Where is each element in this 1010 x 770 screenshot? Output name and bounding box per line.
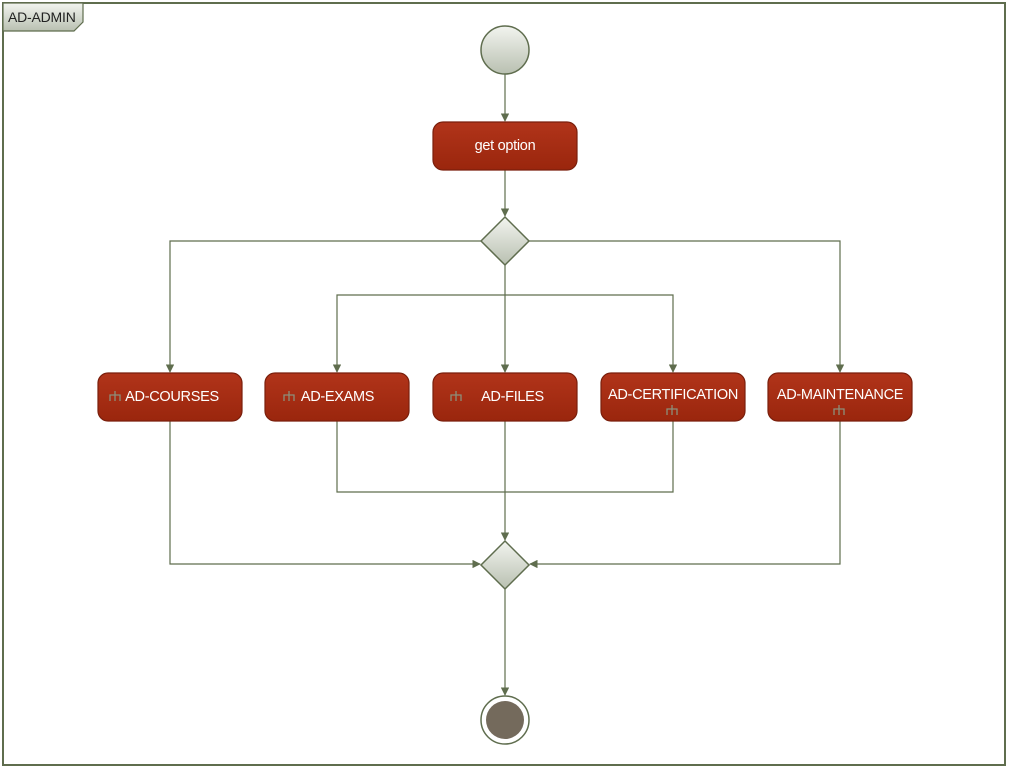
ad-certification-activity[interactable]	[600, 372, 746, 422]
flow-decision-to-exams	[332, 294, 505, 373]
ad-files-activity[interactable]	[432, 372, 578, 422]
flow-decision-to-courses	[165, 240, 481, 373]
flow-courses-to-merge	[169, 421, 481, 569]
flow-exams-to-merge	[336, 421, 505, 493]
flow-maintenance-to-merge	[529, 421, 841, 569]
frame-title: AD-ADMIN	[8, 9, 76, 25]
initial-node-icon	[480, 25, 530, 75]
flow-decision-to-certification	[505, 294, 678, 373]
control-flows	[165, 74, 845, 696]
decision-node-icon	[479, 215, 531, 267]
ad-courses-activity[interactable]	[97, 372, 243, 422]
frame-tab	[2, 2, 84, 32]
flow-certification-to-merge	[505, 421, 674, 493]
get-option-action[interactable]	[432, 121, 578, 171]
ad-exams-activity[interactable]	[264, 372, 410, 422]
final-node-core	[486, 701, 524, 739]
merge-node-icon	[479, 539, 531, 591]
ad-maintenance-activity[interactable]	[767, 372, 913, 422]
flow-decision-to-maintenance	[529, 240, 845, 373]
